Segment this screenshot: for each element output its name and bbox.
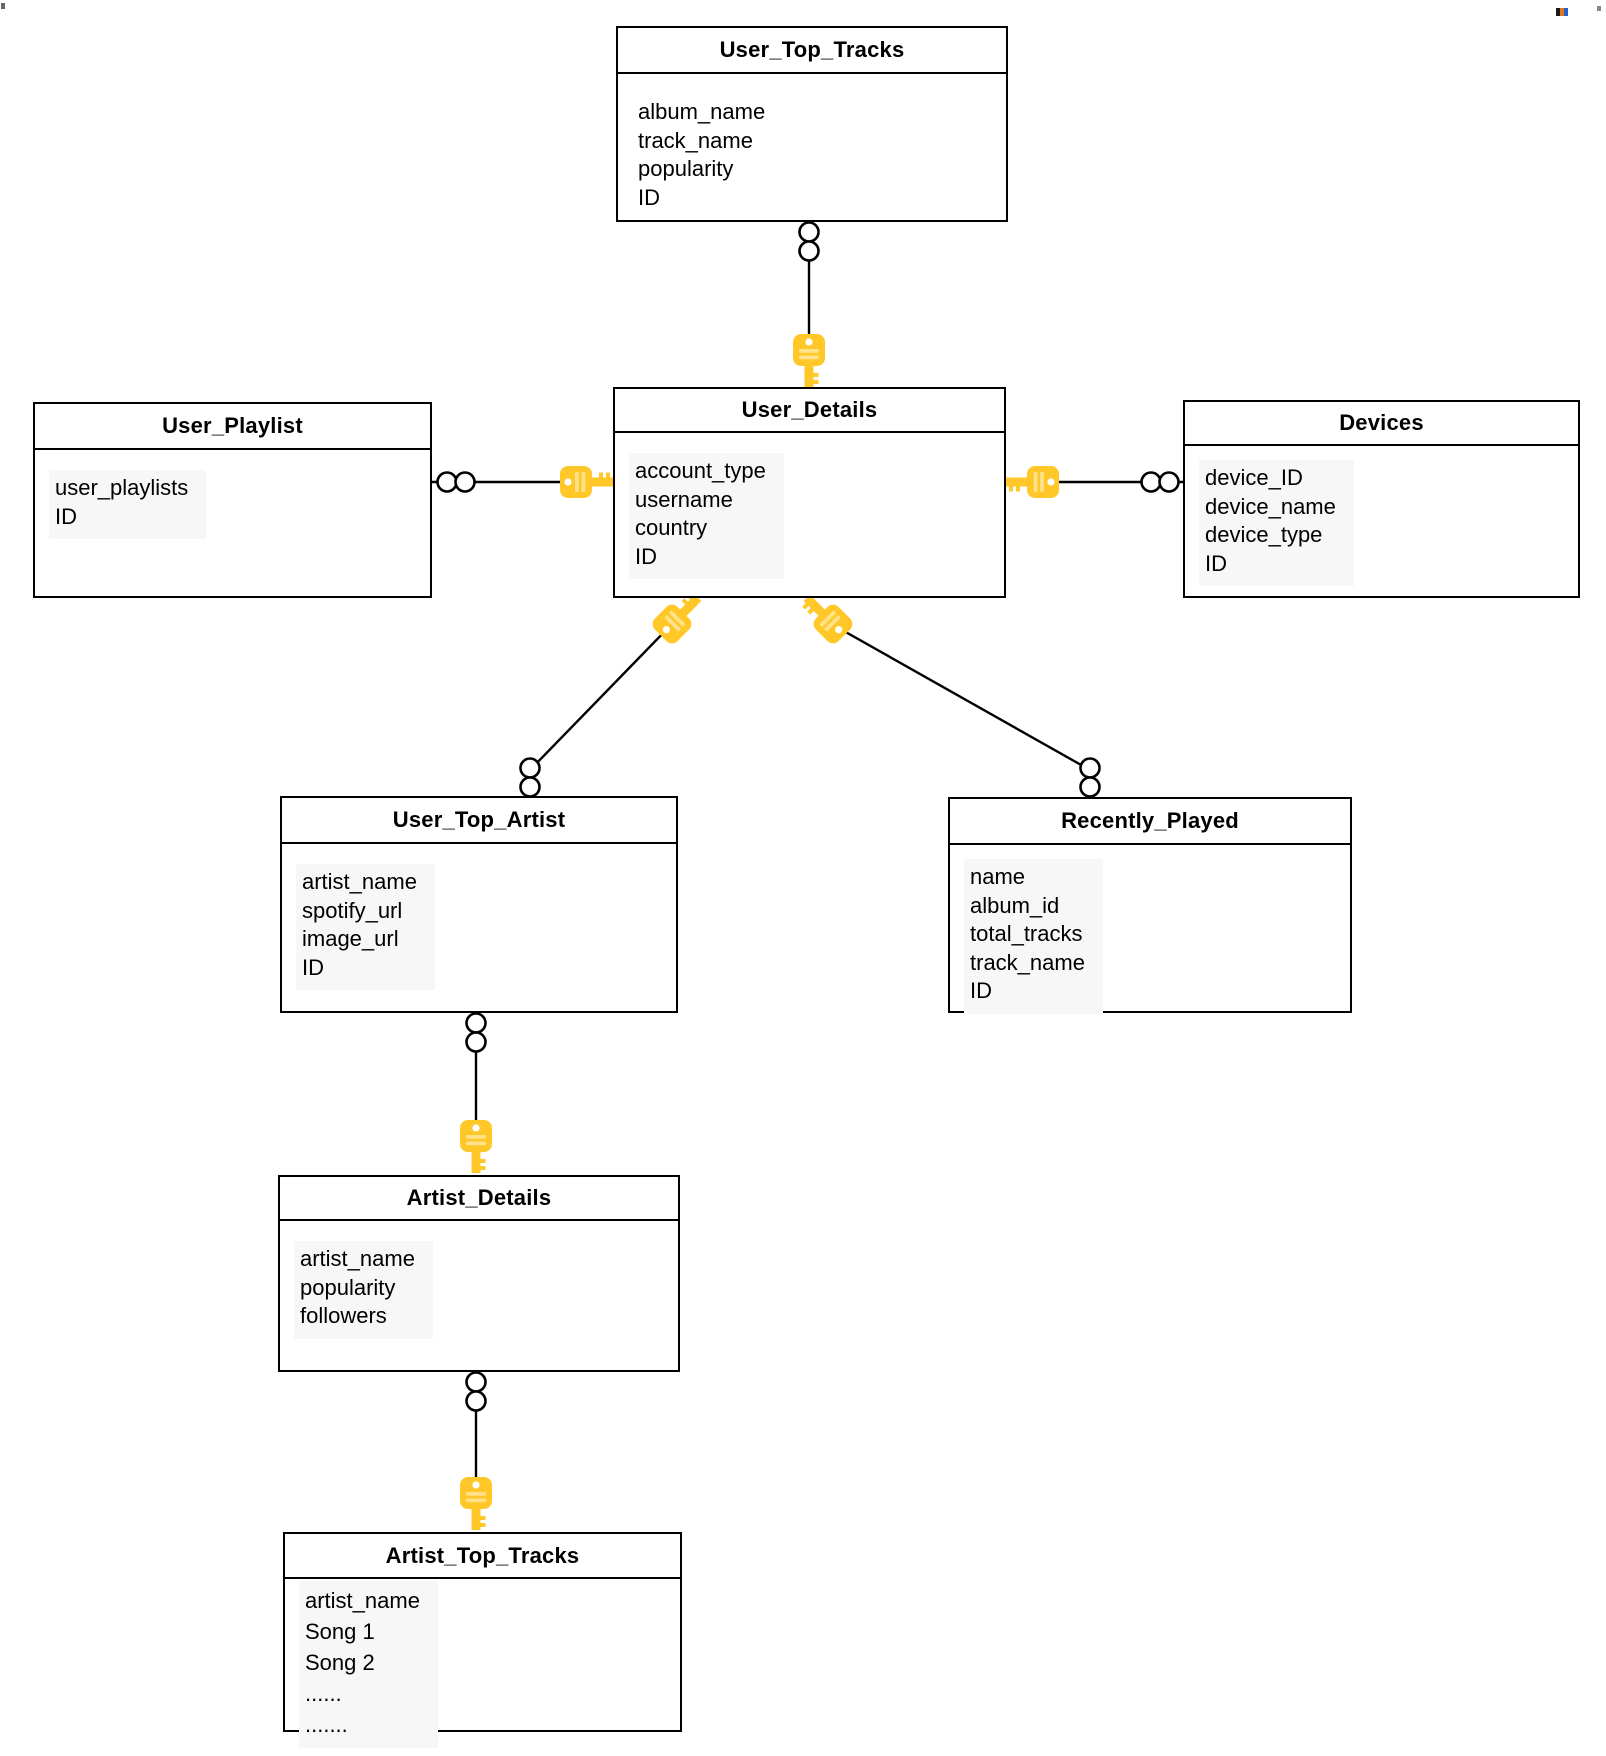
entity-title: Devices <box>1185 402 1578 446</box>
screen-artifact-fragment-topright <box>1556 3 1568 21</box>
fields-block: artist_name Song 1 Song 2 ...... ....... <box>299 1581 438 1748</box>
zero-many-circle-icon <box>798 240 820 262</box>
entity-user-top-tracks[interactable]: User_Top_Tracks album_name track_name po… <box>616 26 1008 222</box>
zero-many-circle-icon <box>798 221 820 243</box>
field-song-1: Song 1 <box>305 1619 375 1644</box>
field-track-name: track_name <box>638 127 753 153</box>
entity-title: User_Details <box>615 389 1004 433</box>
key-icon <box>460 1477 492 1530</box>
field-username: username <box>635 486 733 512</box>
entity-fields: user_playlists ID <box>35 450 430 539</box>
zero-many-circle-icon <box>1140 471 1162 493</box>
entity-fields: device_ID device_name device_type ID <box>1185 446 1578 586</box>
screen-artifact-dot-topleft <box>1 3 5 9</box>
relationship-devices-user-details[interactable] <box>1006 466 1183 498</box>
field-id: ID <box>1205 550 1227 576</box>
field-account-type: account_type <box>635 458 766 483</box>
entity-fields: name album_id total_tracks track_name ID <box>950 845 1350 1014</box>
field-id: ID <box>635 543 657 569</box>
fields-block: user_playlists ID <box>49 470 207 539</box>
field-popularity: popularity <box>638 156 734 181</box>
entity-artist-details[interactable]: Artist_Details artist_name popularity fo… <box>278 1175 680 1372</box>
field-track-name: track_name <box>970 949 1085 975</box>
relationship-recently-played-user-details[interactable] <box>795 586 1101 798</box>
entity-fields: album_name track_name popularity ID <box>618 74 1006 220</box>
entity-user-top-artist[interactable]: User_Top_Artist artist_name spotify_url … <box>280 796 678 1013</box>
fields-block: device_ID device_name device_type ID <box>1199 460 1354 586</box>
entity-recently-played[interactable]: Recently_Played name album_id total_trac… <box>948 797 1352 1014</box>
field-ellipsis-1: ...... <box>305 1681 342 1706</box>
connector-line <box>834 624 1091 772</box>
fields-block: name album_id total_tracks track_name ID <box>964 859 1103 1014</box>
relationship-user-top-artist-artist-details[interactable] <box>460 1012 492 1173</box>
zero-many-circle-icon <box>465 1390 487 1412</box>
entity-title: Artist_Top_Tracks <box>285 1534 680 1579</box>
field-artist-name: artist_name <box>305 1588 420 1613</box>
field-id: ID <box>970 978 992 1003</box>
relationship-user-playlist-user-details[interactable] <box>432 466 613 498</box>
field-id: ID <box>55 503 77 529</box>
entity-fields: artist_name spotify_url image_url ID <box>282 844 676 990</box>
zero-many-circle-icon <box>465 1371 487 1393</box>
zero-many-circle-icon <box>465 1012 487 1034</box>
entity-title: Artist_Details <box>280 1177 678 1221</box>
field-spotify-url: spotify_url <box>302 897 403 923</box>
relationship-user-top-artist-user-details[interactable] <box>519 586 710 798</box>
zero-many-circle-icon <box>1079 776 1101 798</box>
field-artist-name: artist_name <box>300 1246 415 1271</box>
relationship-user-top-tracks-user-details[interactable] <box>793 221 825 387</box>
field-popularity: popularity <box>300 1274 396 1300</box>
field-artist-name: artist_name <box>302 869 417 894</box>
field-total-tracks: total_tracks <box>970 921 1083 946</box>
field-song-2: Song 2 <box>305 1650 375 1675</box>
entity-user-details[interactable]: User_Details account_type username count… <box>613 387 1006 598</box>
fields-block: artist_name spotify_url image_url ID <box>296 864 435 990</box>
screen-artifact-dot-topright <box>1597 6 1601 11</box>
field-id: ID <box>638 184 660 210</box>
entity-fields: account_type username country ID <box>615 433 1004 579</box>
entity-user-playlist[interactable]: User_Playlist user_playlists ID <box>33 402 432 598</box>
field-country: country <box>635 515 708 540</box>
field-device-type: device_type <box>1205 522 1323 547</box>
entity-title: User_Top_Artist <box>282 798 676 844</box>
zero-many-circle-icon <box>1079 757 1101 779</box>
entity-artist-top-tracks[interactable]: Artist_Top_Tracks artist_name Song 1 Son… <box>283 1532 682 1748</box>
entity-title: Recently_Played <box>950 799 1350 845</box>
connector-line <box>529 625 671 771</box>
entity-title: User_Top_Tracks <box>618 28 1006 74</box>
entity-fields: artist_name popularity followers <box>280 1221 678 1339</box>
field-name: name <box>970 864 1026 889</box>
key-icon <box>560 466 613 498</box>
field-device-id: device_ID <box>1205 465 1303 490</box>
field-ellipsis-2: ....... <box>305 1712 348 1737</box>
field-device-name: device_name <box>1205 493 1336 519</box>
entity-devices[interactable]: Devices device_ID device_name device_typ… <box>1183 400 1580 598</box>
field-user-playlists: user_playlists <box>55 475 189 500</box>
relationship-artist-details-artist-top-tracks[interactable] <box>460 1371 492 1530</box>
field-id: ID <box>302 954 324 980</box>
entity-fields: artist_name Song 1 Song 2 ...... ....... <box>285 1579 680 1748</box>
fields-block: artist_name popularity followers <box>294 1241 433 1339</box>
field-followers: followers <box>300 1303 387 1328</box>
zero-many-circle-icon <box>465 1031 487 1053</box>
field-album-name: album_name <box>638 99 766 124</box>
fields-block: album_name track_name popularity ID <box>632 94 783 220</box>
key-icon <box>460 1120 492 1173</box>
zero-many-circle-icon <box>519 776 541 798</box>
key-icon <box>1006 466 1059 498</box>
zero-many-circle-icon <box>1158 471 1180 493</box>
field-album-id: album_id <box>970 892 1060 918</box>
zero-many-circle-icon <box>436 471 458 493</box>
field-image-url: image_url <box>302 926 399 951</box>
zero-many-circle-icon <box>454 471 476 493</box>
fields-block: account_type username country ID <box>629 453 784 579</box>
zero-many-circle-icon <box>519 757 541 779</box>
entity-title: User_Playlist <box>35 404 430 450</box>
key-icon <box>793 334 825 387</box>
